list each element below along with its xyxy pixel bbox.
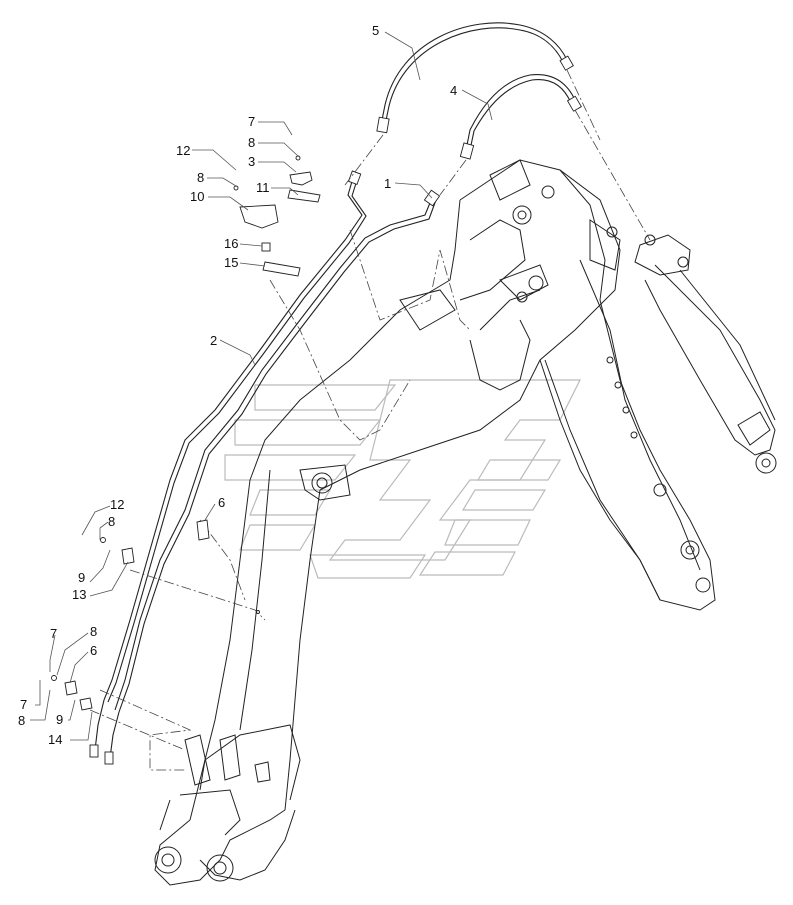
callout-8: 8: [248, 135, 255, 150]
callout-6: 6: [218, 495, 225, 510]
washer-8: [295, 155, 301, 161]
spacer-16: [261, 242, 271, 252]
mount-hole: [256, 610, 260, 614]
callout-14: 14: [48, 732, 62, 747]
callout-8: 8: [90, 624, 97, 639]
callout-11: 11: [256, 180, 270, 195]
callout-6: 6: [90, 643, 97, 658]
callout-12: 12: [110, 497, 124, 512]
assembly-centerlines: [89, 69, 651, 771]
callout-8: 8: [197, 170, 204, 185]
callout-5: 5: [372, 23, 379, 38]
callout-15: 15: [224, 255, 238, 270]
leader-lines: [30, 31, 493, 741]
hydraulic-cylinder: [634, 234, 777, 474]
callout-2: 2: [210, 333, 217, 348]
hose-fitting: [459, 142, 475, 160]
watermark-logo: [224, 379, 581, 579]
callout-16: 16: [224, 236, 238, 251]
clamp-half-3: [289, 171, 313, 186]
callout-9: 9: [78, 570, 85, 585]
tube-end-fitting: [104, 751, 114, 765]
washer-8: [51, 675, 57, 681]
washer-8: [100, 537, 106, 543]
hose-fitting: [566, 95, 582, 112]
callout-8: 8: [18, 713, 25, 728]
clip-6: [196, 519, 210, 541]
clamp-14: [79, 697, 93, 711]
callout-labels: 5 4 1 7 8 3 12 8 11 10 16 15 2 6 12 8 9 …: [18, 23, 457, 747]
clamp-half-10: [239, 204, 279, 229]
hardware-parts: [51, 155, 321, 711]
washer-8: [233, 185, 239, 191]
hose-fitting: [376, 116, 390, 134]
plate-11: [287, 189, 321, 203]
callout-9: 9: [56, 712, 63, 727]
callout-12: 12: [176, 143, 190, 158]
callout-10: 10: [190, 189, 204, 204]
plate-15: [262, 261, 301, 277]
tube-end-fitting: [89, 744, 99, 758]
hose-fitting: [559, 55, 574, 71]
boom-assembly: [154, 159, 716, 886]
callout-7: 7: [248, 114, 255, 129]
hose-lines: [89, 22, 582, 765]
callout-4: 4: [450, 83, 457, 98]
callout-8: 8: [108, 514, 115, 529]
callout-13: 13: [72, 587, 86, 602]
callout-7: 7: [20, 697, 27, 712]
callout-1: 1: [384, 176, 391, 191]
callout-7: 7: [50, 626, 57, 641]
clip-6: [64, 680, 78, 696]
callout-3: 3: [248, 154, 255, 169]
tube-fitting: [347, 170, 362, 185]
clamp-13: [121, 547, 135, 565]
